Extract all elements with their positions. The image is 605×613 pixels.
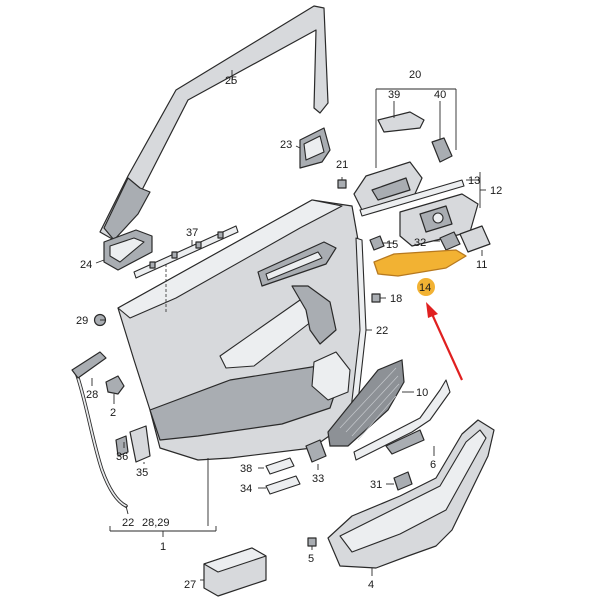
part-13-rail[interactable] — [359, 179, 465, 217]
label-37: 37 — [186, 227, 198, 239]
part-38-cover[interactable] — [265, 457, 295, 475]
part-1-upper-shoulder — [117, 199, 343, 319]
label-12: 12 — [490, 185, 502, 197]
part-6-window-switch-panel — [385, 429, 425, 455]
label-1: 1 — [160, 541, 166, 553]
label-32: 32 — [414, 237, 426, 249]
label-31: 31 — [370, 479, 382, 491]
part-14-trim-strip-highlighted[interactable] — [373, 249, 467, 277]
label-40: 40 — [434, 89, 446, 101]
part-10-grille-mesh — [339, 367, 400, 441]
label-2: 2 — [110, 407, 116, 419]
part-36-clip[interactable] — [115, 435, 129, 457]
label-22-upper: 22 — [376, 325, 388, 337]
part-4-top-face — [339, 429, 487, 553]
label-36: 36 — [116, 451, 128, 463]
part-28-latch-bracket[interactable] — [71, 351, 107, 379]
part-33-clip[interactable] — [305, 439, 327, 463]
part-27-top — [203, 547, 267, 573]
label-27: 27 — [184, 579, 196, 591]
part-34-cover[interactable] — [265, 475, 301, 495]
callout-labels: 25 23 24 37 29 21 20 39 40 13 12 15 32 1… — [76, 69, 502, 591]
highlight-badge — [417, 278, 435, 296]
label-38: 38 — [240, 463, 252, 475]
label-10: 10 — [416, 387, 428, 399]
label-24: 24 — [80, 259, 92, 271]
part-1-armrest-pull — [291, 285, 337, 345]
label-39: 39 — [388, 89, 400, 101]
part-11-switch[interactable] — [459, 225, 491, 253]
part-6-pull-trim[interactable] — [353, 379, 451, 461]
part-24-face — [109, 237, 145, 263]
label-11: 11 — [476, 259, 487, 271]
part-20-bracket-face — [371, 177, 411, 201]
part-1-switch-cap — [265, 251, 323, 281]
label-22-lower: 22 — [122, 517, 134, 529]
label-5: 5 — [308, 553, 314, 565]
label-15: 15 — [386, 239, 398, 251]
part-37-rail-strip[interactable] — [133, 225, 239, 279]
part-40-handle-insert[interactable] — [431, 137, 453, 163]
highlight-arrow — [426, 302, 464, 381]
part-1-map-pocket — [149, 365, 341, 441]
part-22-seal-cable-core — [75, 371, 127, 507]
label-23: 23 — [280, 139, 292, 151]
label-6: 6 — [430, 459, 436, 471]
part-37-clips — [149, 231, 224, 269]
label-33: 33 — [312, 473, 324, 485]
label-28: 28 — [86, 389, 98, 401]
part-15-clip[interactable] — [369, 235, 385, 251]
part-31-switch[interactable] — [393, 471, 413, 491]
label-14-highlighted: 14 — [419, 282, 431, 294]
label-18: 18 — [390, 293, 402, 305]
part-5-screw[interactable] — [307, 537, 317, 547]
part-1-pull-cup — [311, 351, 351, 401]
label-35: 35 — [136, 467, 148, 479]
part-12-knob — [432, 212, 444, 224]
label-21: 21 — [336, 159, 348, 171]
part-35-switch-module[interactable] — [129, 425, 151, 463]
label-13: 13 — [468, 175, 480, 187]
leader-lines — [91, 70, 486, 581]
label-34: 34 — [240, 483, 252, 495]
part-32-switch[interactable] — [439, 231, 461, 251]
label-29: 29 — [76, 315, 88, 327]
part-18-screw[interactable] — [371, 293, 381, 303]
label-20: 20 — [409, 69, 421, 81]
part-21-screw[interactable] — [337, 179, 347, 189]
label-25: 25 — [225, 75, 237, 87]
label-28-29: 28,29 — [142, 517, 170, 529]
part-2-stud[interactable] — [105, 375, 125, 395]
part-39-handle[interactable] — [377, 111, 425, 133]
label-4: 4 — [368, 579, 374, 591]
part-23-face — [303, 135, 325, 161]
